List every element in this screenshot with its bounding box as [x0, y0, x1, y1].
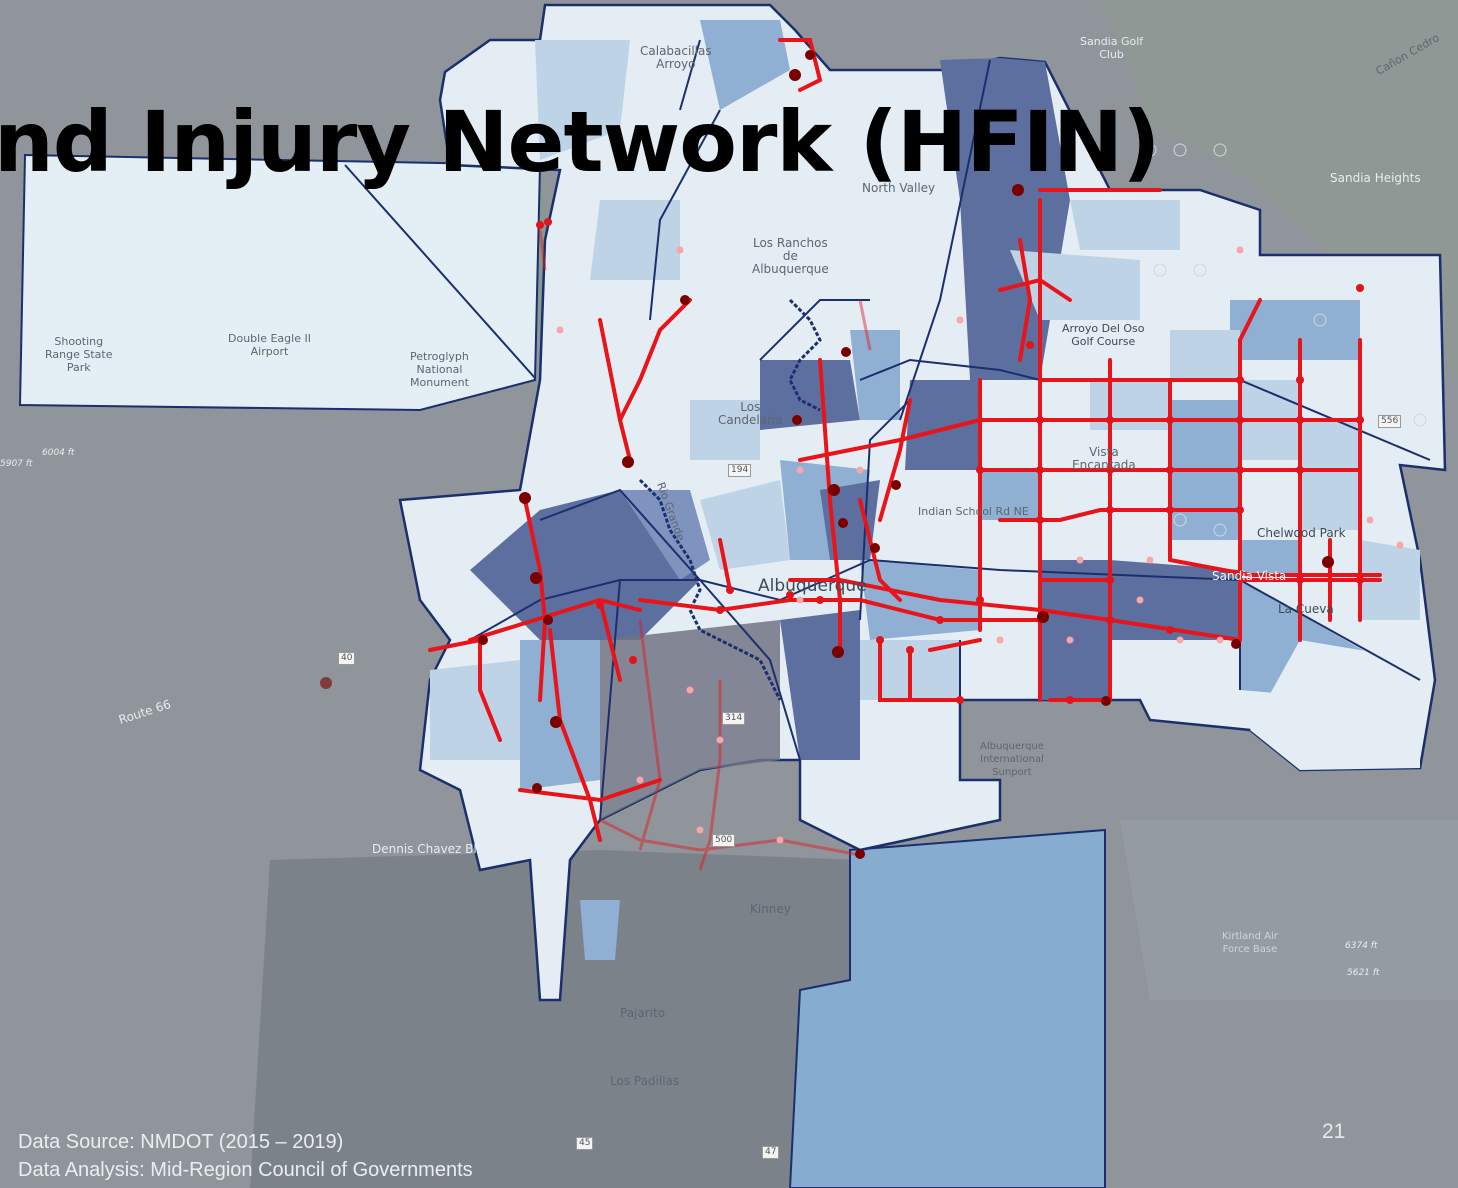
elevation-5621: 5621 ft	[1347, 968, 1380, 978]
place-double-eagle: Double Eagle II Airport	[228, 332, 311, 358]
route-shield-45: 45	[576, 1137, 594, 1150]
place-pajarito: Pajarito	[620, 1006, 666, 1020]
elevation-5907: 5907 ft	[0, 459, 33, 469]
source-notes: Data Source: NMDOT (2015 – 2019) Data An…	[18, 1128, 473, 1184]
south-mesa-blue	[788, 828, 1106, 1188]
place-sandia-vista: Sandia Vista	[1212, 569, 1287, 583]
place-shooting-range: Shooting Range State Park	[45, 335, 113, 374]
road-indian-school: Indian School Rd NE	[918, 505, 1029, 518]
rio-grande-boundary	[638, 478, 782, 701]
place-los-padillas: Los Padillas	[610, 1074, 680, 1088]
route-shield-500: 500	[712, 834, 736, 847]
intersections-low	[556, 246, 1404, 844]
intersections-high	[320, 50, 1334, 859]
place-calabacillas: Calabacillas Arroyo	[640, 44, 712, 71]
data-source-note: Data Source: NMDOT (2015 – 2019)	[18, 1131, 344, 1153]
route-shield-556: 556	[1378, 415, 1402, 428]
place-canada-village: Canada Village	[1292, 661, 1382, 675]
intersections-medium	[536, 218, 1364, 704]
kirtland-area	[1120, 820, 1458, 1000]
place-sandia-heights: Sandia Heights	[1330, 171, 1421, 185]
place-kirtland: Kirtland Air Force Base	[1222, 931, 1278, 955]
elevation-6374: 6374 ft	[1345, 941, 1378, 951]
faint-point-markers	[1143, 143, 1427, 537]
place-petroglyph: Petroglyph National Monument	[410, 350, 469, 389]
place-north-valley: North Valley	[862, 181, 936, 195]
place-los-ranchos: Los Ranchos de Albuquerque	[752, 236, 829, 276]
data-analysis-note: Data Analysis: Mid-Region Council of Gov…	[18, 1159, 473, 1181]
place-kinney: Kinney	[750, 902, 791, 916]
south-valley-gray	[250, 850, 860, 1188]
place-la-cueva: La Cueva	[1278, 602, 1334, 616]
place-arroyo-del-oso: Arroyo Del Oso Golf Course	[1062, 322, 1145, 348]
place-los-candelaria: Los Candelaria	[718, 400, 783, 427]
elevation-6004: 6004 ft	[42, 448, 75, 458]
route-shield-194: 194	[728, 464, 752, 477]
route-shield-314: 314	[722, 712, 746, 725]
place-chelwood-park: Chelwood Park	[1257, 526, 1346, 540]
west-mesa-diagonal	[344, 164, 536, 379]
page-number: 21	[1322, 1120, 1346, 1143]
route-shield-47: 47	[762, 1146, 780, 1159]
place-vista-encantada: Vista Encantada	[1072, 445, 1136, 472]
place-albuquerque: Albuquerque	[758, 576, 867, 596]
place-sunport: Albuquerque International Sunport	[980, 741, 1044, 778]
hfin-roads-faded	[538, 229, 872, 871]
road-dennis-chavez: Dennis Chavez Blvd SW	[372, 842, 515, 856]
route-shield-40: 40	[338, 652, 356, 665]
slide-title: nd Injury Network (HFIN)	[0, 93, 1161, 191]
place-sandia-golf: Sandia Golf Club	[1080, 35, 1144, 61]
